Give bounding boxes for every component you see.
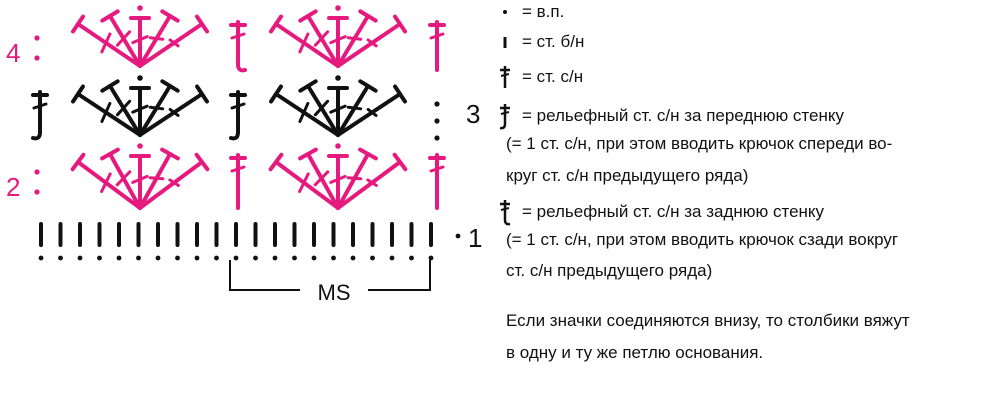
chain-dot-icon [488, 2, 522, 22]
chain-dot-icon [428, 255, 434, 261]
chain-dot-icon [34, 169, 40, 175]
chain-dot-icon [335, 143, 341, 149]
legend-item-sc: = ст. б/н [488, 32, 584, 52]
chain-dot-icon [214, 255, 219, 261]
legend-item-dc: = ст. с/н [488, 64, 583, 90]
chain-dot-icon [389, 255, 395, 261]
row-4-stitches [34, 5, 446, 73]
single-crochet-icon [488, 32, 522, 52]
chain-dot-icon [137, 75, 143, 81]
back-post-note-line1: (= 1 ст. с/н, при этом вводить крючок сз… [506, 230, 899, 249]
legend-text-fpdc: = рельефный ст. с/н за переднюю стенку [522, 106, 844, 125]
note-paragraph-line1: Если значки соединяются внизу, то столби… [506, 311, 910, 330]
chain-dot-icon [136, 255, 141, 261]
row-1-label: 1 [468, 223, 482, 253]
chain-dot-icon [292, 255, 297, 261]
double-crochet-icon [488, 64, 522, 90]
chain-dot-icon [34, 55, 40, 61]
chain-dot-icon [253, 255, 258, 261]
legend-text-sc: = ст. б/н [522, 32, 585, 51]
chain-dot-icon [97, 255, 102, 261]
legend-item-chain: = в.п. [488, 2, 564, 22]
back-post-dc-row4-a [229, 20, 247, 73]
chain-dot-icon [311, 255, 317, 261]
row-4-label: 4 [6, 38, 20, 68]
front-post-note-line2: круг ст. с/н предыдущего ряда) [506, 166, 749, 185]
chain-dot-icon [137, 5, 143, 11]
row-3-stitches [31, 75, 440, 141]
chain-dot-icon [331, 255, 336, 261]
chain-dot-icon [155, 255, 161, 261]
repeat-bracket: MS [229, 260, 431, 305]
chain-dot-icon [272, 255, 278, 261]
legend-text-bpdc: = рельефный ст. с/н за заднюю стенку [522, 202, 825, 221]
chain-dot-icon [34, 189, 40, 195]
fan-stitch-row2-b [268, 143, 408, 210]
row-1-stitches [38, 222, 461, 261]
chain-dot-icon [434, 101, 440, 107]
chain-dot-icon [194, 255, 200, 261]
legend-text-dc: = ст. с/н [522, 67, 584, 86]
back-post-note-line2: ст. с/н предыдущего ряда) [506, 261, 713, 280]
fan-stitch-row3-b [269, 75, 407, 137]
chain-dot-icon [434, 135, 440, 141]
legend-item-fpdc: = рельефный ст. с/н за переднюю стенку [488, 102, 844, 130]
chain-dot-icon [370, 255, 375, 261]
crochet-chart: MS 1 2 3 4 [6, 5, 482, 305]
chain-dot-icon [137, 143, 143, 149]
note-paragraph-line2: в одну и ту же петлю основания. [506, 343, 764, 362]
chain-dot-icon [77, 255, 83, 261]
row-2-label: 2 [6, 172, 20, 202]
fan-stitch-row3-a [71, 75, 209, 137]
chain-dot-icon [409, 255, 414, 261]
front-post-dc-icon [488, 102, 522, 130]
chain-dot-icon [350, 255, 356, 261]
chain-dot-icon [335, 75, 341, 81]
fan-stitch-row4-b [268, 5, 408, 68]
double-crochet-row2-a [229, 153, 247, 210]
row-3-label: 3 [466, 99, 480, 129]
double-crochet-row4-b [428, 20, 446, 72]
chain-dot-icon [434, 118, 440, 124]
front-post-dc-row3-a [31, 90, 49, 141]
back-post-dc-icon [488, 198, 522, 226]
chain-dot-icon [38, 255, 44, 261]
fan-stitch-row4-a [70, 5, 210, 68]
row-2-stitches [34, 143, 446, 210]
repeat-label: MS [318, 280, 351, 305]
chain-dot-icon [116, 255, 122, 261]
chain-dot-icon [34, 35, 40, 41]
chain-dot-icon [233, 255, 239, 261]
chain-dot-icon [335, 5, 341, 11]
chain-dot-icon [455, 233, 461, 239]
fan-stitch-row2-a [70, 143, 210, 210]
chain-dot-icon [58, 255, 63, 261]
legend-text-chain: = в.п. [522, 2, 565, 21]
legend-item-bpdc: = рельефный ст. с/н за заднюю стенку [488, 198, 824, 226]
front-post-dc-row3-b [229, 90, 247, 141]
double-crochet-row2-b [428, 153, 446, 210]
front-post-note-line1: (= 1 ст. с/н, при этом вводить крючок сп… [506, 134, 893, 153]
chain-dot-icon [175, 255, 180, 261]
